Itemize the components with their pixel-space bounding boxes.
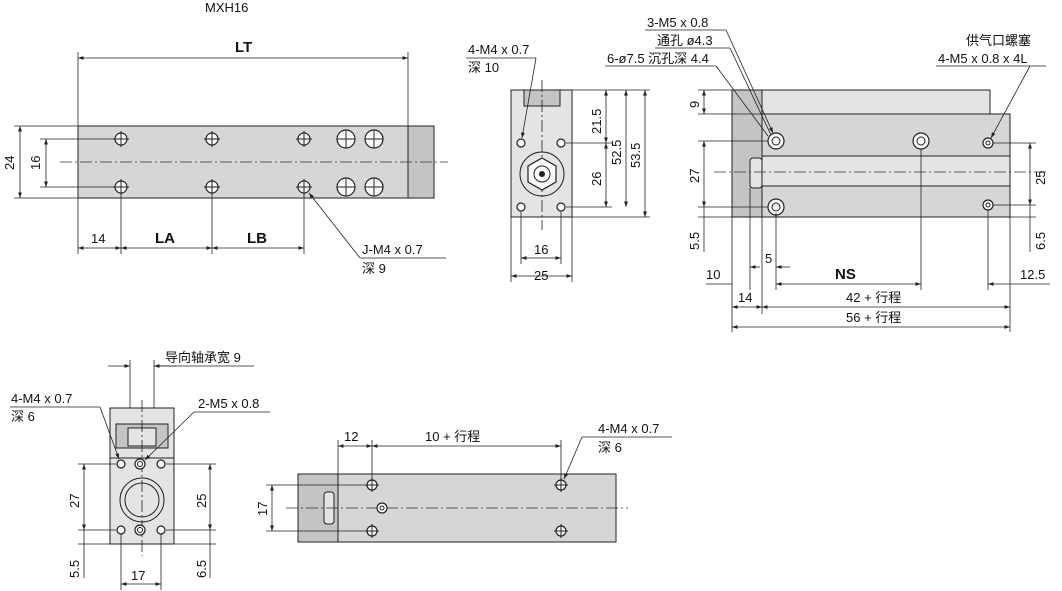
dim-14-side: 14 xyxy=(738,290,752,305)
dim-16-top: 16 xyxy=(28,156,43,170)
end-view: 4-M4 x 0.7 深 10 21.5 26 52.5 53.5 16 25 xyxy=(466,42,650,283)
dim-5: 5 xyxy=(765,251,772,266)
dim-42-stroke: 42 + 行程 xyxy=(846,290,901,305)
dim-12: 12 xyxy=(344,429,358,444)
dim-16-end: 16 xyxy=(534,242,548,257)
port-thread-label: 4-M5 x 0.8 x 4L xyxy=(938,51,1028,66)
j-depth-label: 深 9 xyxy=(362,261,386,276)
m5-through-label: 通孔 ø4.3 xyxy=(657,33,713,48)
dim-10-stroke: 10 + 行程 xyxy=(425,429,480,444)
back-view: 导向轴承宽 9 4-M4 x 0.7 深 6 2-M5 x 0.8 27 5.5… xyxy=(10,350,270,590)
top-view: LT 24 16 14 LA LB J-M4 x 0.7 深 9 xyxy=(2,39,448,276)
end-view-body xyxy=(510,89,573,218)
dim-17-bottom: 17 xyxy=(255,502,270,516)
side-view-end-plate xyxy=(731,89,763,218)
br-depth-label: 深 6 xyxy=(598,440,622,455)
dim-53-5: 53.5 xyxy=(628,143,643,168)
dim-6-5-back: 6.5 xyxy=(194,560,209,578)
bl-depth-label: 深 6 xyxy=(11,409,35,424)
side-view-top-plate xyxy=(731,89,991,115)
guide-bearing-label: 导向轴承宽 9 xyxy=(165,350,241,365)
dim-5-5-back: 5.5 xyxy=(67,560,82,578)
side-view-bumper xyxy=(749,157,763,189)
dim-27-back: 27 xyxy=(67,494,82,508)
dim-6-5-side: 6.5 xyxy=(1033,232,1048,250)
m5-cbore-label: 6-ø7.5 沉孔深 4.4 xyxy=(607,51,709,66)
dim-12-5: 12.5 xyxy=(1020,267,1045,282)
dim-26: 26 xyxy=(589,172,604,186)
br-thread-label: 4-M4 x 0.7 xyxy=(598,421,659,436)
la-label: LA xyxy=(155,230,175,247)
side-view-rail xyxy=(761,155,1011,187)
bl-thread-label: 4-M4 x 0.7 xyxy=(11,391,72,406)
dim-24: 24 xyxy=(2,156,17,170)
end-depth-label: 深 10 xyxy=(468,60,499,75)
dim-21-5: 21.5 xyxy=(589,109,604,134)
dim-9: 9 xyxy=(687,101,702,108)
side-view: 3-M5 x 0.8 通孔 ø4.3 6-ø7.5 沉孔深 4.4 供气口螺塞 … xyxy=(605,15,1050,332)
bottom-view: 12 10 + 行程 4-M4 x 0.7 深 6 17 xyxy=(255,421,672,543)
dim-56-stroke: 56 + 行程 xyxy=(846,310,901,325)
dim-17-back: 17 xyxy=(131,568,145,583)
dim-10: 10 xyxy=(706,267,720,282)
j-thread-label: J-M4 x 0.7 xyxy=(362,242,423,257)
dim-25-back: 25 xyxy=(194,494,209,508)
drawing-title: MXH16 xyxy=(205,0,248,15)
bl-m5-label: 2-M5 x 0.8 xyxy=(198,396,259,411)
end-thread-label: 4-M4 x 0.7 xyxy=(468,42,529,57)
lb-label: LB xyxy=(247,230,267,247)
dim-25-end: 25 xyxy=(534,268,548,283)
dim-5-5-side: 5.5 xyxy=(687,232,702,250)
ns-label: NS xyxy=(835,266,856,283)
port-label: 供气口螺塞 xyxy=(966,33,1031,48)
m5-thread-label: 3-M5 x 0.8 xyxy=(647,15,708,30)
dim-27-side: 27 xyxy=(687,169,702,183)
dim-52-5: 52.5 xyxy=(609,140,624,165)
dim-14-top: 14 xyxy=(91,231,105,246)
lt-label: LT xyxy=(235,39,252,56)
dim-25-side: 25 xyxy=(1033,171,1048,185)
